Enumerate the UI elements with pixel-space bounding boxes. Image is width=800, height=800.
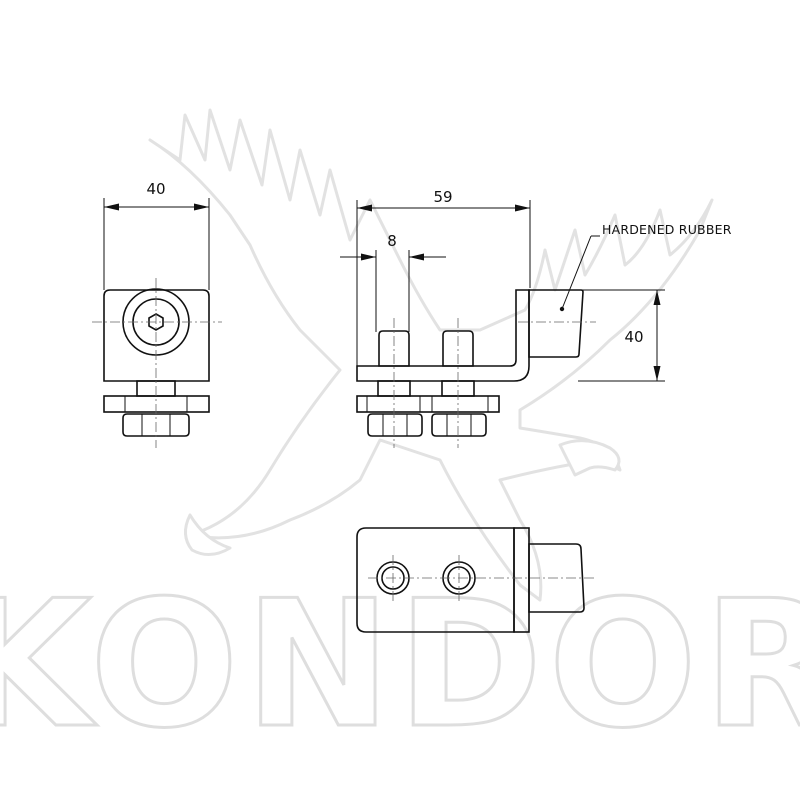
watermark-eagle-icon <box>148 108 714 602</box>
material-callout-label: HARDENED RUBBER <box>602 222 732 237</box>
top-view <box>356 527 596 633</box>
side-width-dimension: 40 <box>146 180 165 198</box>
watermark-brand-text: KONDOR <box>0 564 800 767</box>
front-length-dimension: 59 <box>433 188 452 206</box>
front-view: 59 8 40 <box>340 188 732 448</box>
front-height-dimension: 40 <box>624 328 643 346</box>
side-view: 40 <box>92 180 222 448</box>
hole-offset-dimension: 8 <box>387 232 397 250</box>
